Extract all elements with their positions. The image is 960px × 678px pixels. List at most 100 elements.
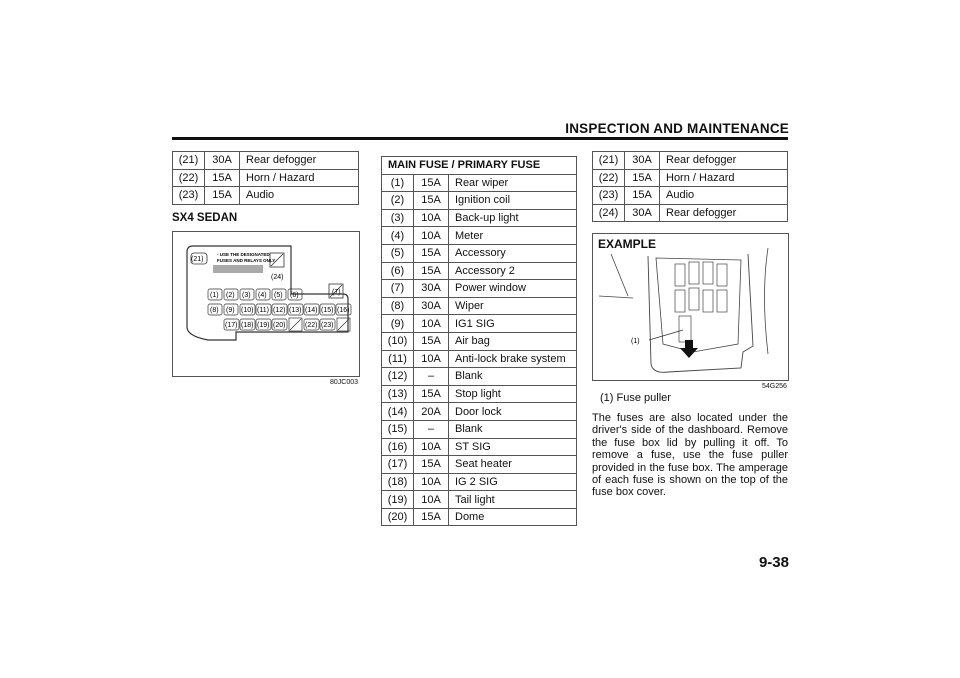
fuse-circuit: Wiper xyxy=(448,296,577,316)
fuse-box-diagram: (21) - USE THE DESIGNATED FUSES AND RELA… xyxy=(172,231,360,377)
fuse-label-19: (19) xyxy=(257,322,269,329)
fuse-box-drawing: (21) - USE THE DESIGNATED FUSES AND RELA… xyxy=(186,245,352,341)
fuse-circuit: Door lock xyxy=(448,402,577,421)
body-paragraph: The fuses are also located under the dri… xyxy=(592,412,788,499)
fuse-number: (12) xyxy=(381,367,414,386)
fuse-circuit: Horn / Hazard xyxy=(659,168,788,187)
fuse-label-11: (11) xyxy=(257,307,269,314)
fuse-label-15: (15) xyxy=(321,307,333,314)
fuse-row-2: (8) (9) (10) (11) (12) (13) (14) (15) (1… xyxy=(207,303,352,316)
fuse-circuit: Blank xyxy=(448,367,577,386)
fuse-label-13: (13) xyxy=(289,307,301,314)
fuse-amperage: – xyxy=(413,367,449,386)
fuse-circuit: Anti-lock brake system xyxy=(448,349,577,369)
fuse-number: (23) xyxy=(172,186,205,205)
fuse-row-3: (17) (18) (19) (20) (22) (23) xyxy=(223,317,351,332)
fuse-amperage: 15A xyxy=(413,455,449,474)
fuse-label-6: (6) xyxy=(290,292,299,299)
example-title: EXAMPLE xyxy=(598,237,657,251)
fuse-number: (22) xyxy=(592,168,625,187)
fuse-circuit: IG1 SIG xyxy=(448,314,577,333)
fuse-amperage: 15A xyxy=(204,186,240,205)
fuse-label-18: (18) xyxy=(241,322,253,329)
callout-label: (1) xyxy=(631,338,640,345)
fuse-number: (6) xyxy=(381,261,414,281)
fuse-circuit: Accessory xyxy=(448,243,577,263)
fuse-number: (14) xyxy=(381,402,414,421)
fuse-circuit: Dome xyxy=(448,507,577,527)
fuse-label-8: (8) xyxy=(210,307,219,314)
fuse-amperage: 15A xyxy=(413,243,449,263)
fuse-amperage: 30A xyxy=(413,279,449,298)
arrow-down-icon xyxy=(680,340,698,358)
fuse-label-4: (4) xyxy=(258,292,267,299)
fuse-number: (1) xyxy=(381,173,414,193)
fuse-label-17: (17) xyxy=(225,322,237,329)
fuse-circuit: Rear defogger xyxy=(659,203,788,222)
fuse-number: (9) xyxy=(381,314,414,333)
figure-code: 80JC003 xyxy=(330,379,359,386)
fuse-puller-illustration: (1) xyxy=(598,247,769,373)
fuse-label-2: (2) xyxy=(226,292,235,299)
fuse-amperage: 10A xyxy=(413,490,449,509)
fuse-circuit: Accessory 2 xyxy=(448,261,577,281)
fuse-number: (24) xyxy=(592,203,625,222)
fuse-amperage: 10A xyxy=(413,437,449,457)
fuse-circuit: Rear defogger xyxy=(239,151,359,170)
fuse-amperage: 15A xyxy=(413,331,449,351)
fuse-number: (10) xyxy=(381,331,414,351)
callout-line xyxy=(648,329,684,341)
fuse-number: (15) xyxy=(381,419,414,439)
fuse-number: (20) xyxy=(381,507,414,527)
fuse-label-10: (10) xyxy=(241,307,253,314)
fuse-amperage: 15A xyxy=(624,168,660,187)
fuse-number: (4) xyxy=(381,226,414,245)
header-rule xyxy=(172,137,788,140)
fuse-number: (3) xyxy=(381,208,414,228)
fuse-amperage: 15A xyxy=(624,186,660,205)
fuse-label-12: (12) xyxy=(273,307,285,314)
fuse-amperage: 30A xyxy=(624,203,660,222)
fuse-amperage: 15A xyxy=(413,507,449,527)
fuse-circuit: Back-up light xyxy=(448,208,577,228)
fuse-circuit: Stop light xyxy=(448,384,577,404)
fuse-label-5: (5) xyxy=(274,292,283,299)
fuse-circuit: Power window xyxy=(448,279,577,298)
table-heading: MAIN FUSE / PRIMARY FUSE xyxy=(381,156,577,175)
fuse-circuit: Air bag xyxy=(448,331,577,351)
fuse-label-16: (16) xyxy=(337,307,349,314)
fuse-number: (18) xyxy=(381,472,414,492)
fuse-number: (8) xyxy=(381,296,414,316)
fuse-label-9: (9) xyxy=(226,307,235,314)
fuse-circuit: Tail light xyxy=(448,490,577,509)
fuse-amperage: 15A xyxy=(413,384,449,404)
fuse-amperage: 15A xyxy=(204,168,240,187)
fuse-label-7: (7) xyxy=(332,289,341,296)
fuse-circuit: Meter xyxy=(448,226,577,245)
fuse-amperage: – xyxy=(413,419,449,439)
figure-caption: (1) Fuse puller xyxy=(600,392,671,404)
fuse-circuit: Audio xyxy=(659,186,788,205)
fuse-number: (7) xyxy=(381,279,414,298)
fuse-number: (2) xyxy=(381,191,414,210)
fuse-amperage: 15A xyxy=(413,173,449,193)
